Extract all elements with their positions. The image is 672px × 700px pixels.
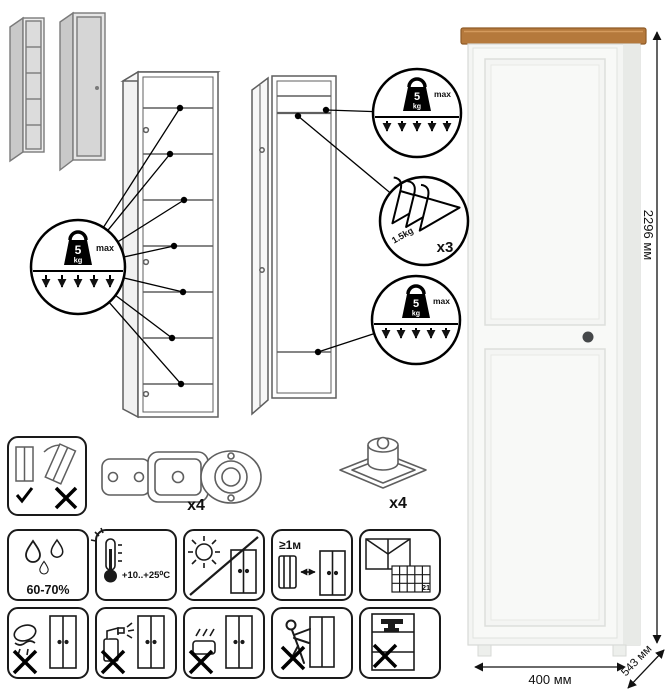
thermometer-icon (90, 527, 122, 583)
weight-icon (68, 230, 88, 241)
load-down-arrows (41, 275, 115, 288)
care-no-abrasive (183, 607, 265, 679)
anvil-icon (381, 619, 403, 632)
care-no-push (271, 607, 353, 679)
weight-icon (406, 284, 426, 295)
x-icon (372, 643, 398, 669)
x-icon (12, 649, 38, 675)
shelf-load-max: max (433, 296, 450, 306)
care-no-wet-cloth (7, 607, 89, 679)
shelf-load-value: 5 (414, 91, 420, 103)
height-dimension-label: 2296 мм (641, 210, 656, 260)
wardrobe-icon (319, 550, 346, 596)
shelf-load-unit: kg (74, 256, 83, 265)
person-icon (285, 619, 311, 664)
hinge-illustration (101, 450, 262, 504)
care-ventilation: 21 (359, 529, 441, 601)
load-badge-hangers: 1.5kg x3 (378, 175, 470, 267)
door-knob (582, 331, 594, 343)
hinge-count-label: x4 (187, 497, 205, 514)
load-badge-bottom-shelf: 5 kg max (370, 274, 462, 366)
width-dimension-label: 400 мм (528, 672, 571, 687)
wardrobe-icon (49, 615, 77, 669)
wardrobe-top-board (460, 27, 647, 45)
sun-icon (188, 536, 220, 568)
adjustable-foot-illustration (339, 436, 427, 489)
care-no-spray (95, 607, 177, 679)
x-icon (188, 649, 214, 675)
diagram-shelf-cabinet (120, 70, 221, 419)
shelf-load-value: 5 (75, 243, 82, 257)
abrasive-sponge-icon (192, 628, 216, 655)
hangers-icon (391, 176, 461, 232)
weight-icon (407, 77, 427, 88)
load-badge-shelves: 5 kg max (29, 218, 127, 316)
load-down-arrows (381, 328, 451, 339)
shelf-load-unit: kg (412, 311, 420, 318)
x-icon (280, 645, 306, 671)
wardrobe-feet (477, 644, 627, 657)
distance-label: ≥1м (279, 538, 301, 552)
shelf-load-max: max (434, 89, 451, 99)
load-down-arrows (382, 121, 452, 132)
care-temperature: +10..+25⁰C (90, 527, 177, 601)
shelf-load-value: 5 (413, 298, 419, 310)
x-icon (100, 649, 126, 675)
wardrobe-side-shade (623, 44, 640, 645)
thumbnail-knob (95, 86, 99, 90)
check-icon (15, 487, 34, 504)
care-no-overload (359, 607, 441, 679)
wardrobe-icon (230, 549, 257, 594)
anti-tip-warning (7, 436, 87, 516)
heater-icon (278, 555, 297, 589)
shelf-callout-dots (166, 104, 188, 388)
tile-number-label: 21 (422, 583, 430, 592)
water-drops-icon (25, 538, 64, 575)
care-sunlight (183, 529, 265, 601)
care-heat-distance: ≥1м (271, 529, 353, 601)
window-icon (365, 538, 411, 570)
diagram-hanging-cabinet (251, 75, 337, 416)
wardrobe-icon (309, 616, 335, 668)
wet-cloth-icon (13, 624, 37, 656)
humidity-label: 60-70% (26, 583, 69, 597)
wardrobe-icon (225, 615, 253, 669)
temperature-label: +10..+25⁰C (122, 570, 170, 581)
dimension-annotations (474, 31, 665, 689)
thumbnail-closed-cabinet (59, 11, 106, 172)
hanging-callout-dots (294, 106, 330, 356)
depth-dimension-line (627, 649, 665, 689)
foot-count-label: x4 (389, 495, 407, 512)
tile-grid-icon (391, 565, 431, 593)
thumbnail-open-cabinet (9, 16, 45, 163)
care-humidity: 60-70% (7, 529, 89, 601)
x-icon (54, 486, 78, 510)
shelf-load-max: max (96, 243, 114, 253)
load-badge-top-shelf: 5 kg max (371, 67, 463, 159)
shelf-load-unit: kg (413, 104, 421, 111)
wardrobe-icon (137, 615, 165, 669)
diagonal-divider (189, 536, 259, 596)
hanger-count-label: x3 (437, 239, 454, 256)
product-photo-wardrobe (460, 27, 647, 657)
